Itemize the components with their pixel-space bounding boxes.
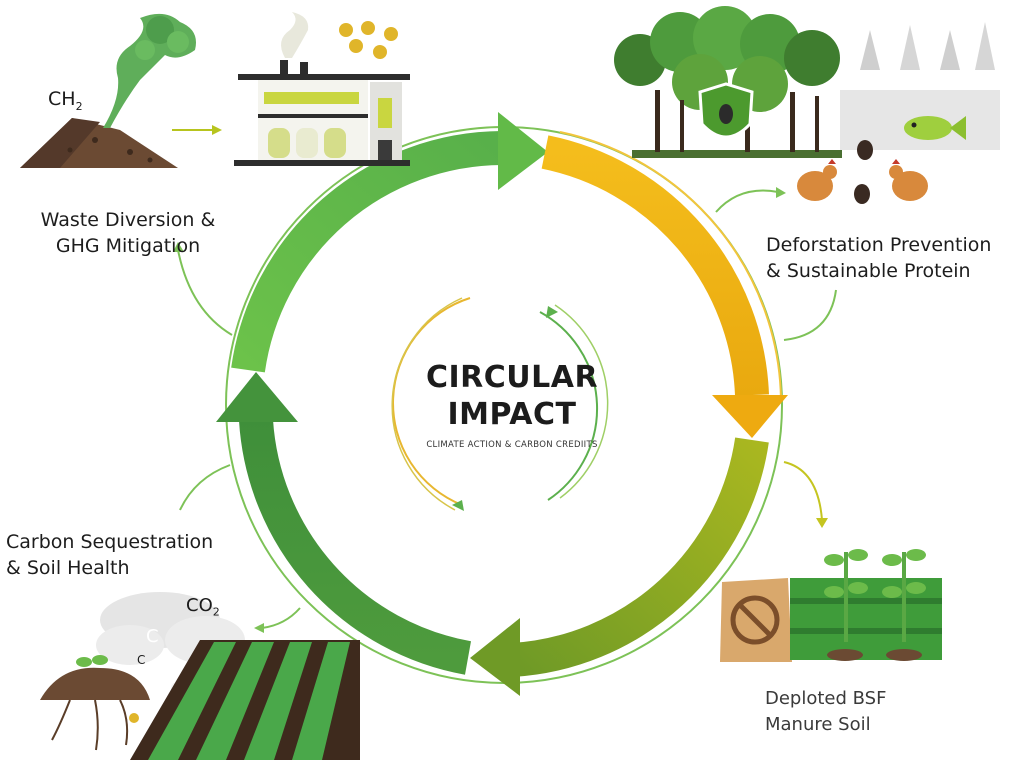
methane-sub: 2 bbox=[75, 99, 83, 113]
svg-text:C: C bbox=[146, 626, 159, 647]
label-carbon-line1: Carbon Sequestration bbox=[6, 531, 214, 553]
plant-crop-icon bbox=[790, 549, 942, 661]
co2-formula: CO2 bbox=[186, 595, 220, 619]
inner-ring-inner bbox=[554, 304, 609, 499]
connector-arrow-from-label bbox=[783, 289, 837, 341]
cycle-arc-top-left bbox=[231, 131, 503, 373]
label-waste-line1: Waste Diversion & bbox=[40, 209, 216, 231]
cycle-arc-bottom-right bbox=[510, 437, 769, 677]
label-carbon-sequestration: Carbon Sequestration & Soil Health bbox=[6, 529, 246, 581]
methane-base: CH bbox=[48, 88, 76, 110]
field-rows-icon bbox=[129, 640, 360, 760]
grey-deforested-area bbox=[840, 22, 1000, 150]
label-deploted-line2: Manure Soil bbox=[765, 714, 871, 735]
soil-roots-icon bbox=[40, 655, 150, 751]
inner-ring-inner-2 bbox=[391, 297, 463, 511]
cycle-arrowhead-left bbox=[216, 372, 298, 422]
center-title-circular: CIRCULAR bbox=[425, 360, 599, 395]
cycle-arrowhead-top bbox=[498, 112, 548, 190]
cycle-arrowhead-bottom bbox=[470, 618, 520, 696]
label-waste-diversion: Waste Diversion & GHG Mitigation bbox=[28, 207, 228, 259]
center-subtitle: CLIMATE ACTION & CARBON CREDIITS bbox=[426, 440, 598, 450]
connector-arrowhead-to-field bbox=[254, 623, 264, 633]
inner-ring-green bbox=[539, 311, 598, 501]
cycle-arrowhead-right bbox=[712, 395, 788, 438]
compost-pile-icon bbox=[20, 13, 196, 168]
chicken-icon bbox=[797, 159, 928, 201]
inner-ring-yellow bbox=[392, 297, 471, 506]
co2-base: CO bbox=[186, 595, 213, 616]
center-title-impact: IMPACT bbox=[447, 397, 577, 432]
inner-arrowhead-bottom bbox=[452, 500, 464, 511]
connector-arrowhead-compost-factory bbox=[212, 125, 222, 135]
fertilizer-bag-icon bbox=[720, 578, 792, 662]
factory-icon bbox=[234, 12, 410, 166]
label-waste-line2: GHG Mitigation bbox=[55, 235, 201, 257]
label-deploted-line1: Deploted BSF bbox=[765, 688, 887, 709]
connector-arrow-to-bag bbox=[783, 461, 823, 521]
co2-sub: 2 bbox=[212, 605, 220, 619]
label-deforestation-prevention: Deforstation Prevention & Sustainable Pr… bbox=[766, 232, 1024, 284]
forest-shield-icon bbox=[614, 6, 842, 158]
label-carbon-line2: & Soil Health bbox=[6, 557, 130, 579]
connector-arrowhead-to-bag bbox=[816, 518, 828, 528]
outer-ring-yellow bbox=[559, 131, 782, 401]
connector-arrowhead-to-animals bbox=[776, 187, 786, 198]
connector-arrow-to-animals bbox=[715, 189, 779, 213]
label-defor-line1: Deforstation Prevention bbox=[766, 234, 992, 256]
label-deploted-manure: Deploted BSF Manure Soil bbox=[765, 686, 965, 738]
connector-arrow-carbon-label bbox=[179, 464, 231, 511]
connector-arrowhead-up-left bbox=[173, 242, 184, 252]
carbon-letter: C bbox=[137, 653, 146, 667]
connector-arrow-to-field bbox=[261, 607, 301, 629]
inner-arrowhead-top bbox=[546, 306, 558, 318]
cycle-arc-bottom-left bbox=[239, 418, 472, 675]
connector-arrow-up-left bbox=[177, 249, 233, 336]
label-defor-line2: & Sustainable Protein bbox=[766, 260, 971, 282]
methane-formula: CH2 bbox=[48, 88, 83, 113]
fish-icon bbox=[904, 116, 966, 140]
cycle-arc-top-right bbox=[541, 135, 769, 396]
coins-icon bbox=[339, 21, 398, 59]
